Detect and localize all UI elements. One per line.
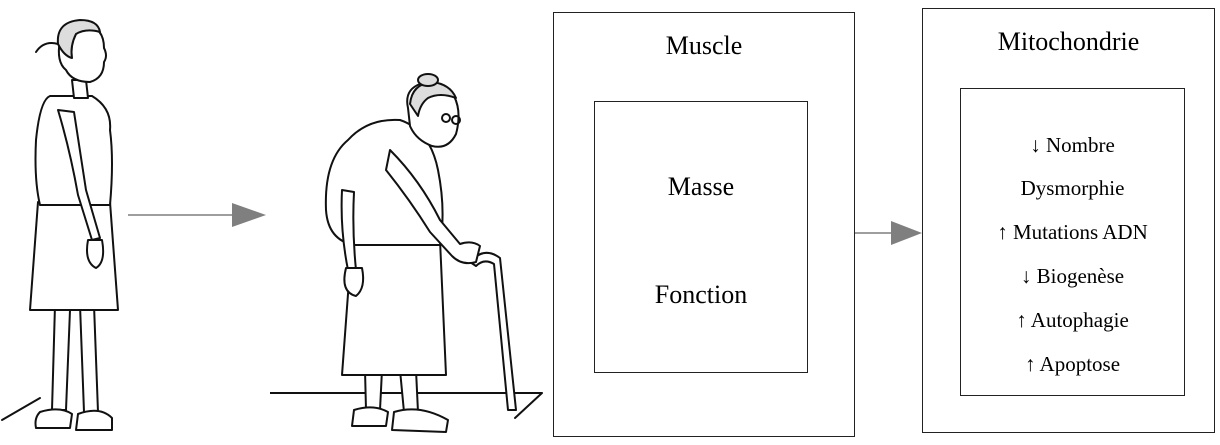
- change-biogenesis: ↓ Biogenèse: [961, 264, 1184, 289]
- muscle-property-function: Fonction: [595, 280, 807, 310]
- muscle-title: Muscle: [554, 31, 854, 61]
- change-autophagy: ↑ Autophagie: [961, 308, 1184, 333]
- mitochondria-title: Mitochondrie: [923, 27, 1214, 57]
- muscle-property-mass: Masse: [595, 172, 807, 202]
- muscle-box: Muscle Masse Fonction: [553, 12, 855, 437]
- change-dysmorphia: Dysmorphie: [961, 176, 1184, 201]
- change-dna-mutations: ↑ Mutations ADN: [961, 220, 1184, 245]
- change-number: ↓ Nombre: [961, 133, 1184, 158]
- elderly-woman-illustration: [270, 0, 555, 445]
- change-apoptosis: ↑ Apoptose: [961, 352, 1184, 377]
- mitochondria-box: Mitochondrie ↓ Nombre Dysmorphie ↑ Mutat…: [922, 8, 1215, 433]
- young-woman-illustration: [0, 0, 180, 445]
- mitochondria-changes-box: ↓ Nombre Dysmorphie ↑ Mutations ADN ↓ Bi…: [960, 88, 1185, 396]
- muscle-properties-box: Masse Fonction: [594, 101, 808, 373]
